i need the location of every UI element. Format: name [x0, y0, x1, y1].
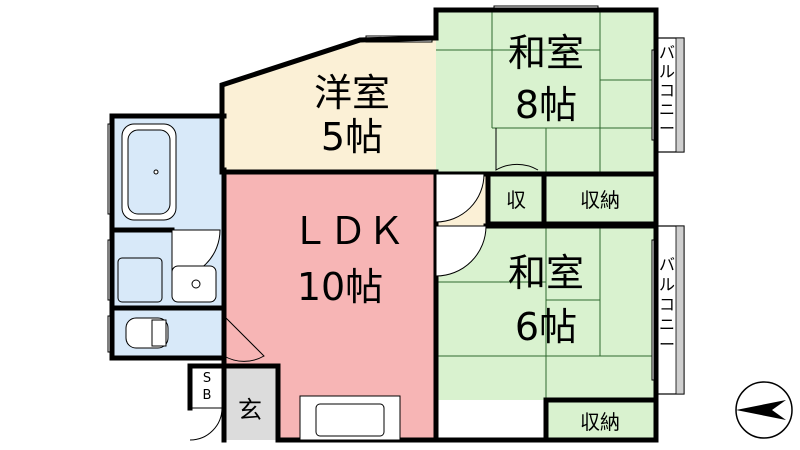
svg-text:S: S: [203, 371, 211, 386]
japanese-bottom-name: 和室: [508, 251, 584, 295]
closet-top: [544, 174, 656, 224]
tatami-lines-top: [436, 10, 656, 174]
balcony-char: ル: [659, 62, 675, 81]
japanese-top-name: 和室: [508, 31, 584, 75]
closet-bottom-label: 収納: [580, 410, 620, 434]
balcony-char: ル: [659, 275, 675, 294]
balcony-char: ニ: [659, 100, 675, 119]
entrance-label: 玄: [238, 396, 262, 424]
shoe-box-label: S B: [203, 371, 212, 403]
balcony-char: バ: [659, 255, 675, 274]
japanese-top-size: 8帖: [515, 83, 577, 127]
north-arrow-icon: [735, 381, 793, 439]
shoe-box: [192, 366, 224, 408]
tatami-lines-bottom: [436, 226, 656, 400]
closet-bottom: [546, 400, 656, 440]
washing-machine-icon: [117, 257, 163, 303]
western-room-name: 洋室: [314, 71, 390, 115]
japanese-bottom-size: 6帖: [515, 305, 577, 349]
ldk-room-size: 10帖: [297, 265, 383, 309]
balcony-char: コ: [659, 295, 675, 314]
balcony-char: コ: [659, 81, 675, 100]
western-room-size: 5帖: [321, 115, 383, 159]
svg-text:B: B: [203, 388, 212, 403]
ldk-room-name: ＬＤＫ: [291, 209, 405, 253]
closet-small: [488, 174, 544, 224]
closet-top-label: 収納: [580, 188, 620, 212]
closet-small-label: 収: [506, 188, 526, 212]
balcony-char: バ: [659, 43, 675, 62]
balcony-char: ニ: [659, 315, 675, 334]
western-room: [222, 38, 436, 172]
balcony-char: ー: [659, 335, 675, 354]
balcony-char: ー: [659, 119, 675, 138]
fixtures: [117, 123, 401, 441]
entrance-area: [224, 366, 278, 440]
